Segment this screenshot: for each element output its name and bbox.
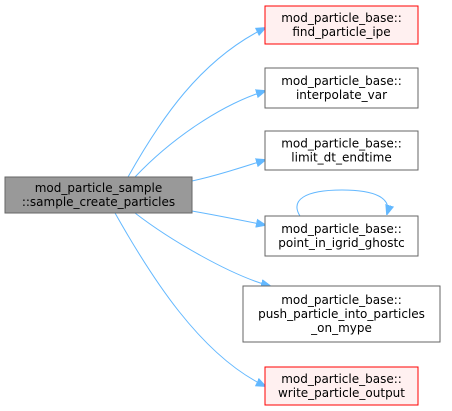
node-label-line: mod_particle_base:: xyxy=(281,11,402,25)
node-interpolate_var[interactable]: mod_particle_base::interpolate_var xyxy=(264,67,419,109)
edge-root-to-write_particle_output xyxy=(114,212,265,386)
node-box xyxy=(4,176,193,214)
node-label-line: mod_particle_base:: xyxy=(281,293,402,307)
edge-root-to-limit_dt_endtime xyxy=(191,160,265,182)
nodes-layer: mod_particle_sample::sample_create_parti… xyxy=(4,5,441,406)
edge-root-to-find_particle_ipe xyxy=(127,28,265,178)
edges-layer xyxy=(114,28,388,386)
edge-root-to-interpolate_var xyxy=(134,91,265,178)
node-label-line: find_particle_ipe xyxy=(292,25,390,39)
edge-root-to-push_particle_into_particles_on_mype xyxy=(134,212,270,286)
node-box xyxy=(264,215,419,257)
node-label-line: point_in_igrid_ghostc xyxy=(278,236,405,250)
node-point_in_igrid_ghostc[interactable]: mod_particle_base::point_in_igrid_ghostc xyxy=(264,215,419,257)
node-box xyxy=(242,285,441,343)
node-label-line: limit_dt_endtime xyxy=(291,151,391,165)
node-limit_dt_endtime[interactable]: mod_particle_base::limit_dt_endtime xyxy=(264,130,419,171)
node-label-line: _on_mype xyxy=(310,321,372,335)
node-box xyxy=(264,67,419,109)
node-label-line: mod_particle_base:: xyxy=(281,372,402,386)
node-push_particle_into_particles_on_mype[interactable]: mod_particle_base::push_particle_into_pa… xyxy=(242,285,441,343)
node-box xyxy=(264,5,419,45)
node-write_particle_output[interactable]: mod_particle_base::write_particle_output xyxy=(264,366,419,406)
node-root[interactable]: mod_particle_sample::sample_create_parti… xyxy=(4,176,193,214)
edge-root-to-point_in_igrid_ghostc xyxy=(191,210,265,225)
node-box xyxy=(264,366,419,406)
node-find_particle_ipe[interactable]: mod_particle_base::find_particle_ipe xyxy=(264,5,419,45)
node-label-line: interpolate_var xyxy=(296,88,387,102)
node-label-line: mod_particle_sample xyxy=(35,181,163,195)
node-label-line: mod_particle_base:: xyxy=(281,74,402,88)
edge-point_in_igrid_ghostc-to-point_in_igrid_ghostc xyxy=(296,189,388,217)
node-label-line: mod_particle_base:: xyxy=(281,222,402,236)
node-label-line: write_particle_output xyxy=(278,386,405,400)
node-label-line: mod_particle_base:: xyxy=(281,137,402,151)
node-box xyxy=(264,130,419,171)
node-label-line: push_particle_into_particles xyxy=(258,307,425,321)
node-label-line: ::sample_create_particles xyxy=(22,195,175,209)
